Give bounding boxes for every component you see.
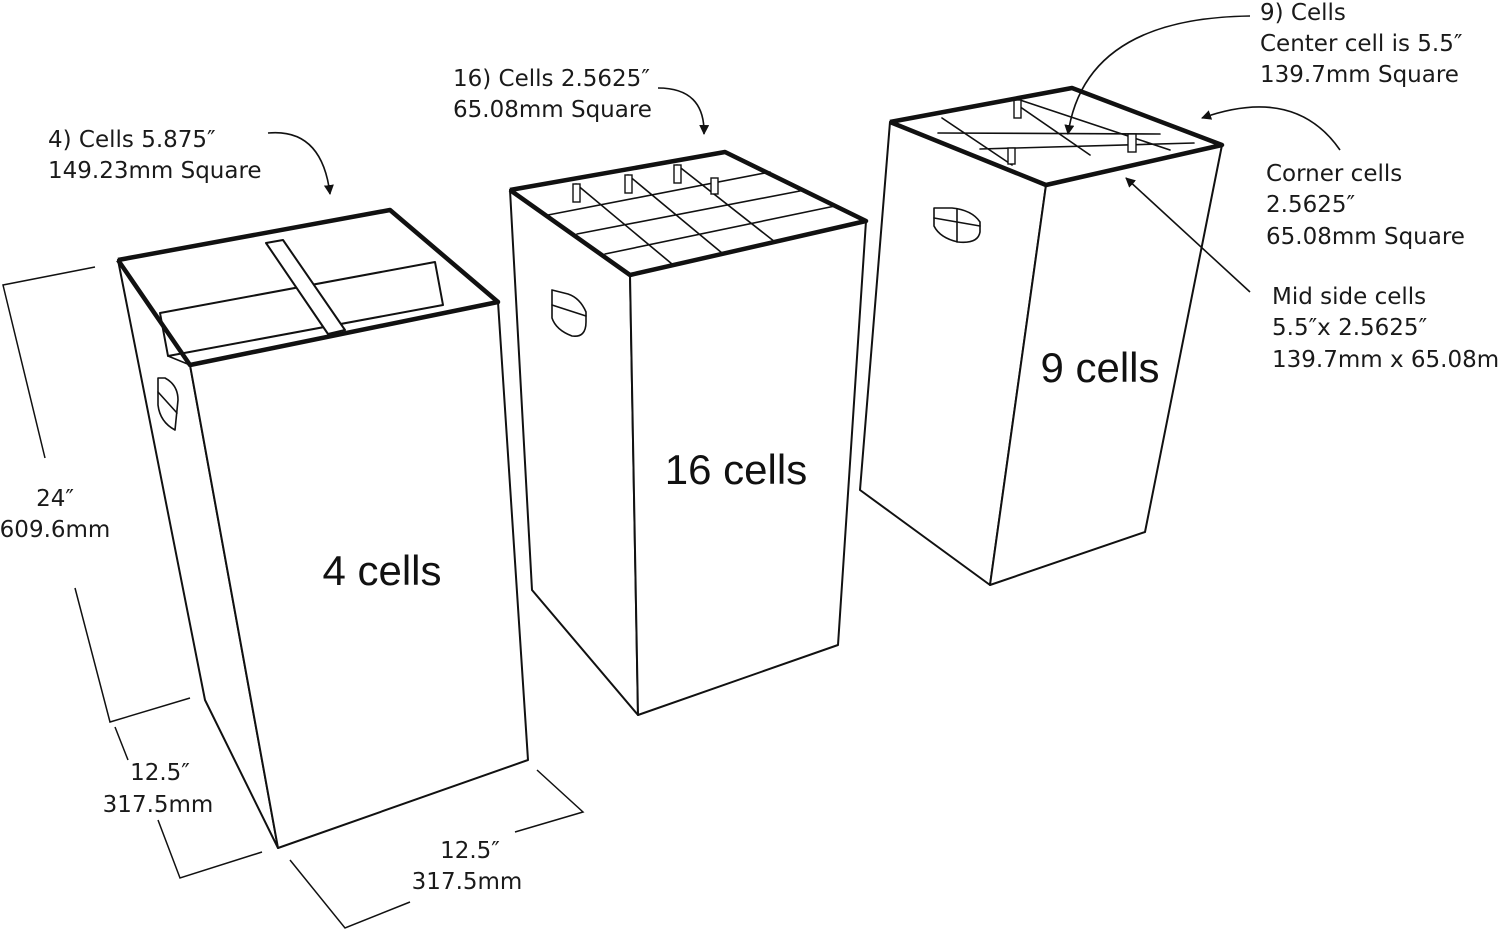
box2-label: 16 cells: [665, 446, 807, 493]
box-4-cells: 4 cells: [116, 207, 529, 849]
callout-9-line3: 139.7mm Square: [1260, 62, 1459, 88]
callout-9-cells: 9) Cells Center cell is 5.5″ 139.7mm Squ…: [1064, 0, 1463, 135]
callout-16-line1: 16) Cells 2.5625″: [453, 66, 650, 92]
box2-handle: [551, 289, 587, 338]
callout-4-line1: 4) Cells 5.875″: [48, 127, 216, 153]
box1-handle: [157, 377, 179, 431]
callout-4-cells: 4) Cells 5.875″ 149.23mm Square: [48, 127, 334, 195]
callout-16-arrow: [657, 87, 710, 135]
callout-corner-cells: Corner cells 2.5625″ 65.08mm Square: [1201, 106, 1465, 250]
box1-rim: [116, 207, 501, 368]
mid-side-line3: 139.7mm x 65.08mm: [1272, 347, 1500, 373]
callout-9-line2: Center cell is 5.5″: [1260, 31, 1463, 57]
height-mm: 609.6mm: [0, 517, 110, 543]
depth-mm: 317.5mm: [103, 792, 214, 818]
box3-handle: [933, 207, 981, 244]
callout-4-arrow: [267, 131, 334, 195]
box2-rim: [508, 149, 869, 278]
corner-cells-line1: Corner cells: [1266, 161, 1402, 187]
box1-dividers: [159, 239, 444, 366]
width-mm: 317.5mm: [412, 869, 523, 895]
box-16-cells: 16 cells: [508, 149, 869, 716]
corner-cells-line2: 2.5625″: [1266, 192, 1355, 218]
callout-9-arrow: [1064, 15, 1251, 135]
box2-grid: [547, 164, 836, 265]
callout-mid-side-cells: Mid side cells 5.5″x 2.5625″ 139.7mm x 6…: [1125, 177, 1500, 373]
dimension-width: 12.5″ 317.5mm: [289, 769, 585, 929]
mid-side-arrow: [1125, 177, 1251, 293]
box3-label: 9 cells: [1040, 344, 1159, 391]
box-9-cells: 9 cells: [859, 85, 1225, 586]
height-inches: 24″: [36, 486, 74, 512]
width-inches: 12.5″: [440, 838, 500, 864]
callout-16-line2: 65.08mm Square: [453, 97, 652, 123]
mid-side-line2: 5.5″x 2.5625″: [1272, 315, 1428, 341]
callout-4-line2: 149.23mm Square: [48, 158, 262, 184]
box3-grid: [937, 99, 1195, 166]
corner-cells-arrow: [1201, 106, 1341, 151]
dimension-depth: 12.5″ 317.5mm: [103, 726, 263, 879]
dimension-height: 24″ 609.6mm: [0, 266, 191, 723]
depth-inches: 12.5″: [130, 760, 190, 786]
mid-side-line1: Mid side cells: [1272, 284, 1426, 310]
callout-9-line1: 9) Cells: [1260, 0, 1346, 26]
box3-rim: [889, 85, 1225, 188]
corner-cells-line3: 65.08mm Square: [1266, 224, 1465, 250]
callout-16-cells: 16) Cells 2.5625″ 65.08mm Square: [453, 66, 710, 135]
box1-label: 4 cells: [322, 547, 441, 594]
